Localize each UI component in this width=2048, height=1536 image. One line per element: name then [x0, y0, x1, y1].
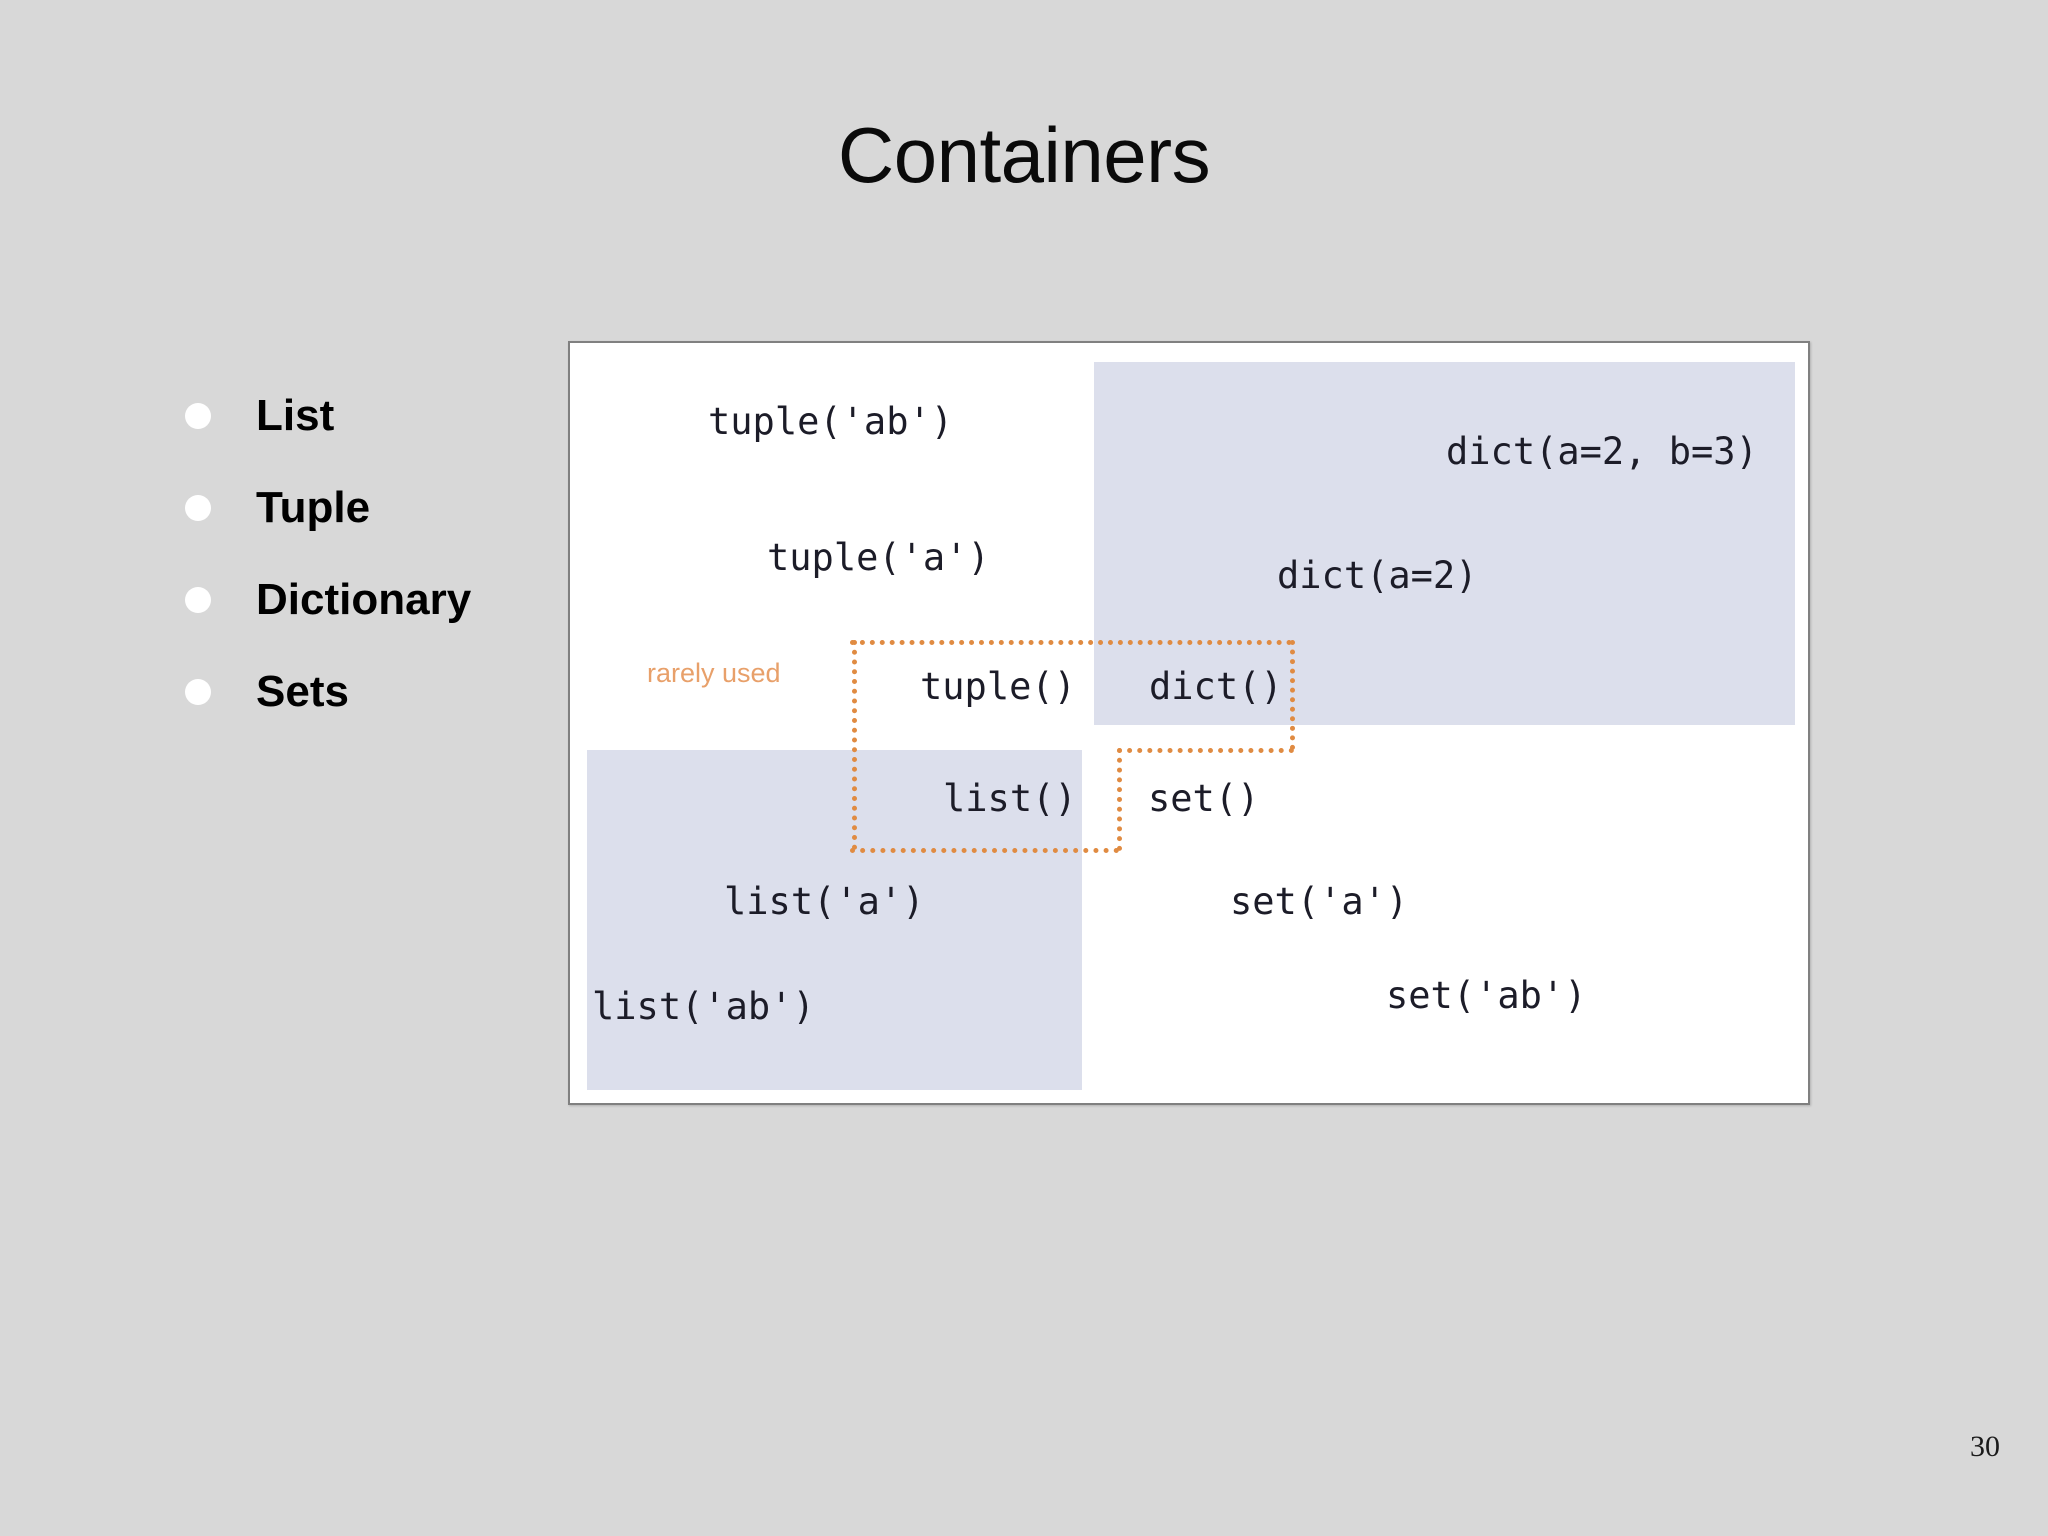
bullet-dot-icon: [185, 587, 211, 613]
dotted-outline-top: [850, 640, 1292, 645]
label-list-ab: list('ab'): [592, 985, 815, 1028]
containers-diagram-panel: tuple('ab') tuple('a') tuple() dict(a=2,…: [568, 341, 1810, 1105]
label-dict-a: dict(a=2): [1277, 554, 1478, 597]
bullet-dot-icon: [185, 679, 211, 705]
label-tuple-ab: tuple('ab'): [708, 400, 954, 443]
dotted-outline-bottom: [850, 848, 1119, 853]
list-quadrant-block: [587, 750, 1082, 1090]
page-title: Containers: [837, 111, 1211, 199]
dict-quadrant-block: [1094, 362, 1795, 725]
bullet-dot-icon: [185, 495, 211, 521]
label-set-a: set('a'): [1230, 880, 1409, 923]
list-item[interactable]: Dictionary: [185, 554, 565, 646]
rarely-used-note: rarely used: [647, 658, 781, 688]
label-set-empty: set(): [1148, 777, 1260, 820]
bullet-label: Dictionary: [256, 575, 472, 624]
bullet-label: Sets: [256, 667, 349, 716]
label-list-empty: list(): [943, 777, 1077, 820]
list-item[interactable]: Sets: [185, 646, 565, 738]
bullet-list: List Tuple Dictionary Sets: [185, 370, 565, 738]
dotted-outline-right-lower: [1117, 748, 1122, 851]
list-item[interactable]: Tuple: [185, 462, 565, 554]
dotted-outline-step: [1117, 748, 1294, 753]
bullet-label: Tuple: [256, 483, 371, 532]
label-list-a: list('a'): [724, 880, 925, 923]
list-item[interactable]: List: [185, 370, 565, 462]
label-dict-ab: dict(a=2, b=3): [1446, 430, 1758, 473]
label-set-ab: set('ab'): [1386, 974, 1587, 1017]
bullet-label: List: [256, 391, 335, 440]
diagram-canvas: tuple('ab') tuple('a') tuple() dict(a=2,…: [570, 343, 1808, 1103]
dotted-outline-left: [852, 640, 857, 850]
dotted-outline-right-upper: [1290, 640, 1295, 750]
label-tuple-empty: tuple(): [920, 665, 1076, 708]
label-tuple-a: tuple('a'): [767, 536, 990, 579]
bullet-dot-icon: [185, 403, 211, 429]
page-number: 30: [1970, 1430, 2000, 1463]
label-dict-empty: dict(): [1149, 665, 1283, 708]
